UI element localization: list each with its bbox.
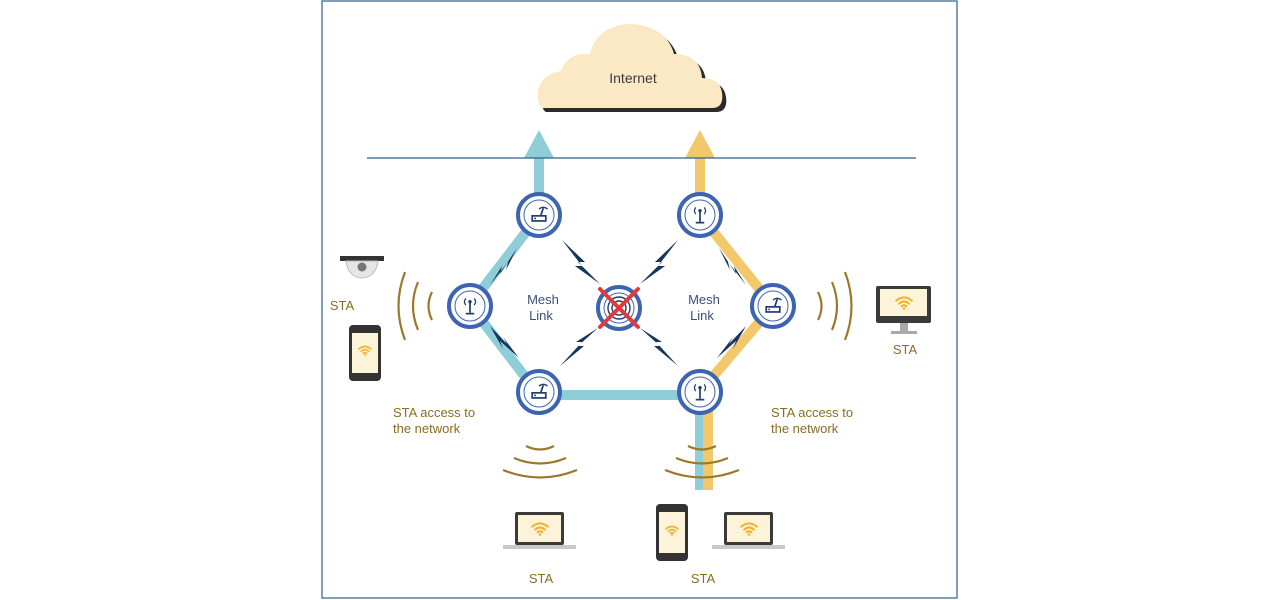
laptop-icon bbox=[503, 512, 576, 549]
signal-waves-right bbox=[817, 271, 853, 341]
mesh-node-bottom-left bbox=[516, 369, 562, 415]
yellow-arrowhead bbox=[685, 130, 715, 158]
sta-label-camera: STA bbox=[330, 298, 355, 313]
mesh-node-top-right bbox=[677, 192, 723, 238]
sta-label-monitor: STA bbox=[893, 342, 918, 357]
internet-cloud-icon bbox=[537, 24, 727, 112]
desktop-monitor-icon bbox=[876, 286, 931, 334]
mesh-link-label-left-line2: Link bbox=[529, 308, 553, 323]
mesh-node-left bbox=[447, 283, 493, 329]
mesh-link-label-left-line1: Mesh bbox=[527, 292, 559, 307]
sta-access-label-left-line2: the network bbox=[393, 421, 461, 436]
signal-waves-bottom-right bbox=[664, 445, 740, 479]
mesh-node-center-failed bbox=[596, 285, 642, 331]
blue-arrowhead bbox=[524, 130, 554, 158]
failure-x-icon bbox=[598, 287, 640, 329]
smartphone-icon bbox=[656, 504, 688, 561]
mesh-node-top-left bbox=[516, 192, 562, 238]
mesh-link-bolts bbox=[490, 240, 746, 366]
internet-label: Internet bbox=[609, 70, 657, 86]
camera-icon bbox=[340, 256, 384, 279]
sta-access-label-right-line1: STA access to bbox=[771, 405, 853, 420]
mesh-node-bottom-right bbox=[677, 369, 723, 415]
laptop-icon bbox=[712, 512, 785, 549]
mesh-link-label-right-line1: Mesh bbox=[688, 292, 720, 307]
signal-waves-bottom-left bbox=[502, 445, 578, 479]
mesh-link-label-right-line2: Link bbox=[690, 308, 714, 323]
sta-label-laptop-left: STA bbox=[529, 571, 554, 586]
sta-access-label-right-line2: the network bbox=[771, 421, 839, 436]
sta-access-label-left-line1: STA access to bbox=[393, 405, 475, 420]
smartphone-icon bbox=[349, 325, 381, 381]
mesh-node-right bbox=[750, 283, 796, 329]
sta-label-laptop-right: STA bbox=[691, 571, 716, 586]
signal-waves-left bbox=[397, 271, 433, 341]
